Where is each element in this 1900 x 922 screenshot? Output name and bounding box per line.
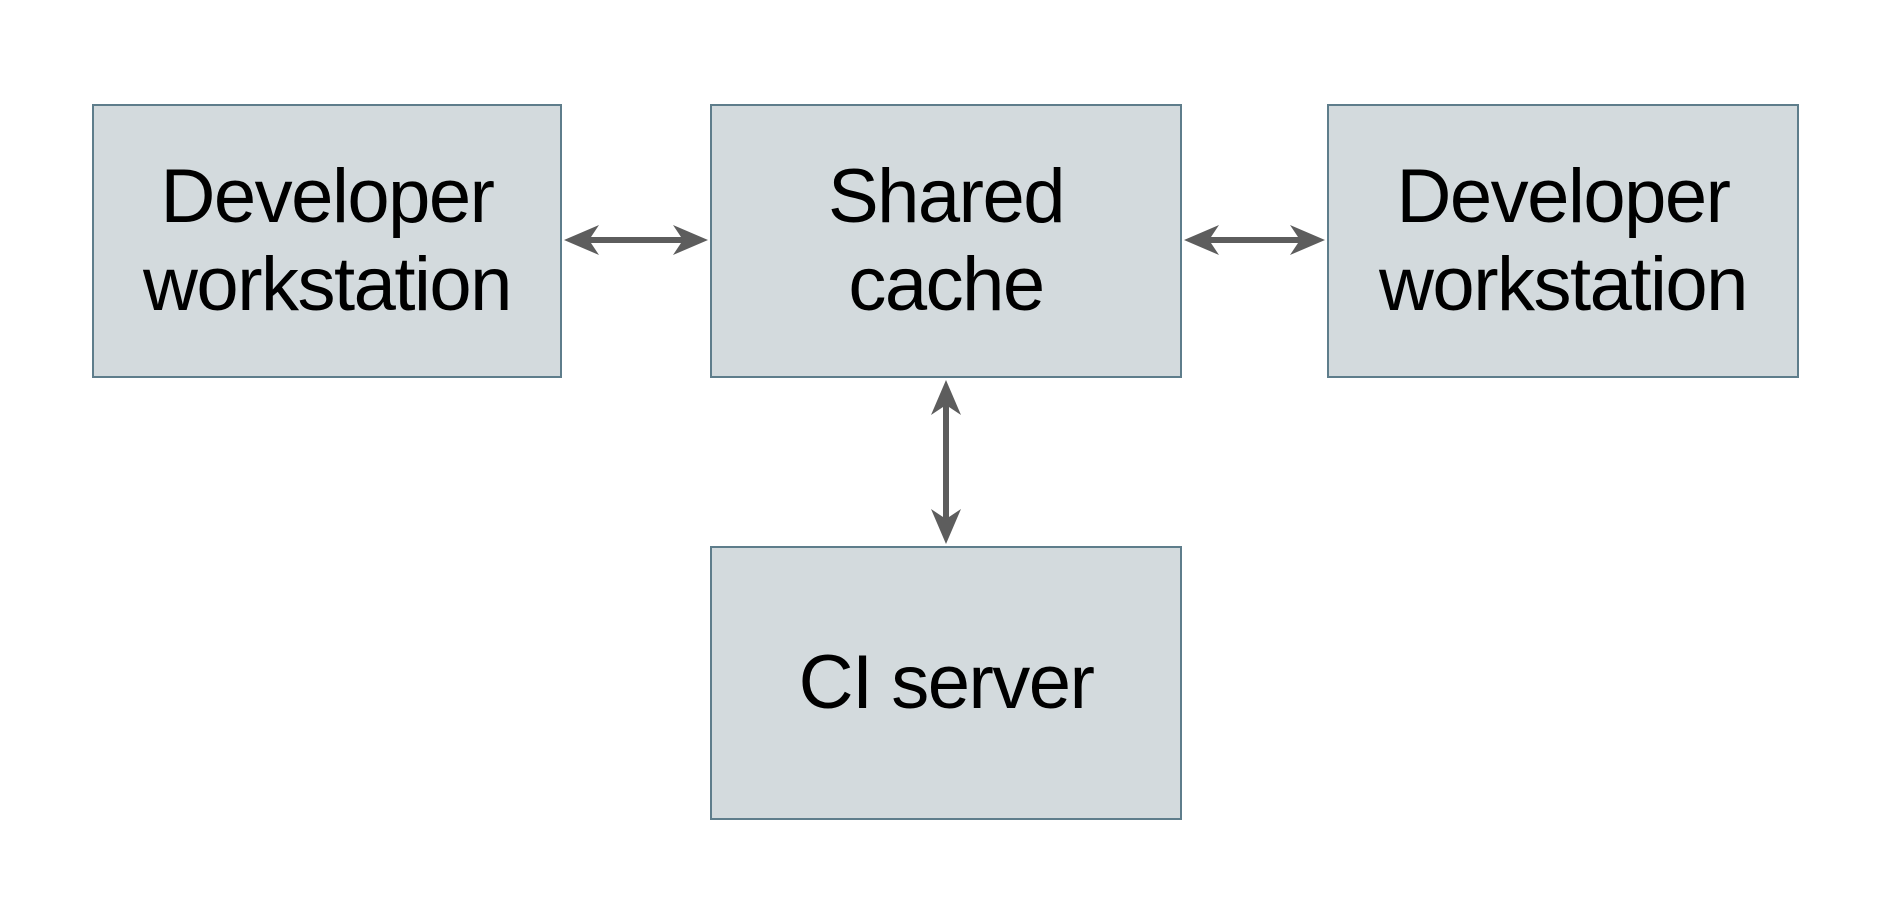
node-ci-server: CI server [710, 546, 1182, 820]
node-label-line: Developer [1396, 154, 1731, 239]
node-label-line: Developer [160, 154, 495, 239]
node-developer-workstation-right: Developer workstation [1327, 104, 1799, 378]
node-label-line: CI server [798, 640, 1095, 725]
node-label-line: Shared [827, 154, 1066, 239]
node-label-line: cache [848, 242, 1045, 327]
node-label-line: workstation [143, 242, 512, 327]
node-label-line: workstation [1379, 242, 1748, 327]
node-developer-workstation-left: Developer workstation [92, 104, 562, 378]
node-shared-cache: Shared cache [710, 104, 1182, 378]
